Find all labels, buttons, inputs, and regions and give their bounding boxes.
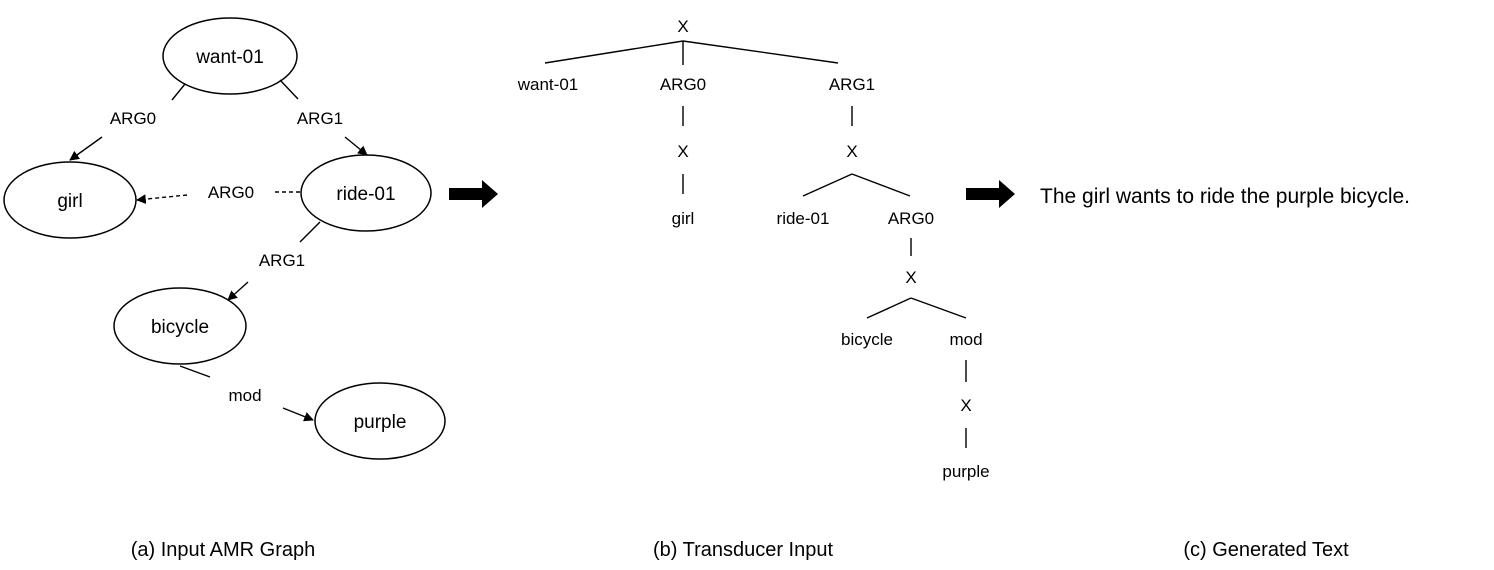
- edge-want-girl-arrow: [69, 136, 103, 161]
- arrow-a-to-b-shape: [449, 180, 498, 208]
- tree-ride-arg0-x: X: [905, 268, 916, 287]
- tree-root: X: [677, 17, 688, 36]
- tree-ride-arg0: ARG0: [888, 209, 934, 228]
- tree-bicycle: bicycle: [841, 330, 893, 349]
- edge-bicycle-purple-label: mod: [228, 386, 261, 405]
- tree-arg1-x-right: [851, 173, 911, 197]
- tree-arg0-x: X: [677, 142, 688, 161]
- edge-want-girl-label: ARG0: [110, 109, 156, 128]
- edge-ride-bicycle-tail: [299, 221, 321, 243]
- node-girl-ellipse: [3, 161, 137, 239]
- tree-arg1-x-left: [802, 173, 853, 197]
- node-girl: girl: [57, 191, 82, 212]
- tree-girl: girl: [672, 209, 695, 228]
- tree-arg0: ARG0: [660, 75, 706, 94]
- generated-text: The girl wants to ride the purple bicycl…: [1040, 185, 1410, 208]
- node-bicycle: bicycle: [151, 317, 209, 338]
- tree-ride-arg0-x-left: [866, 297, 912, 319]
- caption-a: (a) Input AMR Graph: [131, 539, 316, 561]
- tree-arg1-x: X: [846, 142, 857, 161]
- arrow-b-to-c-shape: [966, 180, 1015, 208]
- node-want: want-01: [195, 47, 264, 68]
- tree-purple: purple: [942, 462, 989, 481]
- edge-want-ride-tail: [279, 79, 299, 100]
- node-bicycle-ellipse: [113, 287, 247, 365]
- amr-graph: want-01 girl ride-01 bicycle purple ARG0…: [3, 17, 446, 460]
- tree-mod: mod: [949, 330, 982, 349]
- edge-bicycle-purple-arrow: [282, 407, 314, 422]
- tree-mod-x: X: [960, 396, 971, 415]
- node-purple: purple: [354, 412, 407, 433]
- edge-want-ride-label: ARG1: [297, 109, 343, 128]
- transducer-tree: X want-01 ARG0 ARG1 X girl X ride-01 ARG…: [517, 17, 990, 481]
- edge-ride-girl-label: ARG0: [208, 183, 254, 202]
- edge-ride-bicycle-arrow: [227, 281, 249, 301]
- caption-c: (c) Generated Text: [1183, 539, 1349, 561]
- arrow-a-to-b: [449, 180, 498, 208]
- tree-root-right: [682, 40, 839, 64]
- edge-want-girl-tail: [171, 83, 186, 101]
- node-purple-ellipse: [314, 382, 446, 460]
- tree-root-left: [544, 40, 684, 64]
- edge-ride-bicycle-label: ARG1: [259, 251, 305, 270]
- tree-want: want-01: [517, 75, 578, 94]
- node-ride: ride-01: [336, 184, 395, 205]
- edge-ride-girl-arrow: [136, 194, 188, 204]
- tree-ride-arg0-x-right: [910, 297, 967, 319]
- tree-arg1: ARG1: [829, 75, 875, 94]
- arrow-b-to-c: [966, 180, 1015, 208]
- tree-ride: ride-01: [777, 209, 830, 228]
- edge-bicycle-purple-tail: [179, 365, 211, 378]
- caption-b: (b) Transducer Input: [653, 539, 834, 561]
- node-want-ellipse: [162, 17, 298, 95]
- edge-want-ride-arrow: [344, 136, 368, 156]
